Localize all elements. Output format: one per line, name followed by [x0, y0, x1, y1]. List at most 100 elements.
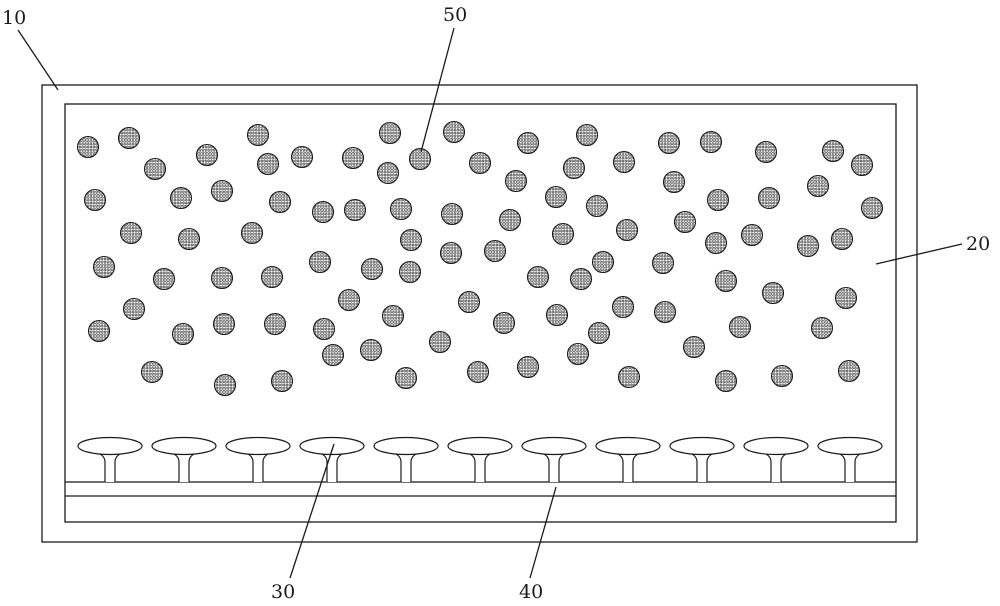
nozzle-stem: [615, 452, 641, 482]
particle: [394, 366, 418, 390]
nozzle-stem: [689, 452, 715, 482]
particle: [492, 311, 516, 335]
nozzle-cap: [373, 436, 439, 456]
particle: [92, 255, 116, 279]
particle: [308, 250, 332, 274]
particle: [612, 150, 636, 174]
nozzle-cap: [669, 436, 735, 456]
particle: [399, 228, 423, 252]
particle: [312, 317, 336, 341]
particle: [466, 360, 490, 384]
particle: [575, 123, 599, 147]
particle: [699, 130, 723, 154]
particle: [850, 153, 874, 177]
nozzle: [77, 436, 143, 482]
particle: [240, 221, 264, 245]
nozzle-stem: [393, 452, 419, 482]
particle: [87, 319, 111, 343]
particle: [268, 190, 292, 214]
particle: [143, 157, 167, 181]
particle: [270, 369, 294, 393]
label-particle: 50: [443, 4, 467, 26]
particle: [263, 312, 287, 336]
particle: [834, 286, 858, 310]
particle: [152, 267, 176, 291]
nozzle-cap: [817, 436, 883, 456]
nozzle-stem: [97, 452, 123, 482]
particle: [591, 250, 615, 274]
particle: [761, 281, 785, 305]
particle: [457, 290, 481, 314]
particle: [376, 161, 400, 185]
particle: [256, 152, 280, 176]
particle: [483, 239, 507, 263]
particle: [311, 200, 335, 224]
particle: [673, 210, 697, 234]
nozzle: [447, 436, 513, 482]
particle: [704, 231, 728, 255]
particle: [516, 131, 540, 155]
particle: [714, 369, 738, 393]
particle-field: [76, 120, 884, 397]
particle: [714, 269, 738, 293]
nozzle: [669, 436, 735, 482]
particle: [177, 227, 201, 251]
particle: [440, 202, 464, 226]
particle: [439, 241, 463, 265]
particle: [615, 218, 639, 242]
particle: [498, 208, 522, 232]
nozzle-stem: [467, 452, 493, 482]
nozzle-stem: [763, 452, 789, 482]
particle: [504, 169, 528, 193]
particle: [210, 266, 234, 290]
particle: [562, 156, 586, 180]
nozzle: [521, 436, 587, 482]
particle: [389, 197, 413, 221]
particle: [341, 146, 365, 170]
particle: [337, 288, 361, 312]
particle: [321, 343, 345, 367]
particle: [117, 126, 141, 150]
leader-line-20: [875, 243, 963, 265]
particle: [360, 257, 384, 281]
particle: [122, 297, 146, 321]
nozzle-cap: [151, 436, 217, 456]
particle: [585, 194, 609, 218]
particle: [806, 174, 830, 198]
particle: [662, 170, 686, 194]
nozzle-cap: [743, 436, 809, 456]
particle: [359, 338, 383, 362]
particle: [821, 139, 845, 163]
particle: [566, 342, 590, 366]
nozzle-cap: [225, 436, 291, 456]
particle: [213, 373, 237, 397]
particle: [830, 227, 854, 251]
nozzle-cap: [521, 436, 587, 456]
particle: [290, 145, 314, 169]
nozzle-stem: [541, 452, 567, 482]
particle: [83, 188, 107, 212]
particle: [212, 312, 236, 336]
nozzle-stem: [245, 452, 271, 482]
particle: [657, 131, 681, 155]
particle: [653, 300, 677, 324]
particle: [468, 151, 492, 175]
particle: [551, 222, 575, 246]
particle: [378, 121, 402, 145]
particle: [651, 251, 675, 275]
particle: [76, 135, 100, 159]
nozzle: [595, 436, 661, 482]
particle: [544, 185, 568, 209]
label-nozzle: 30: [271, 581, 295, 603]
particle: [195, 143, 219, 167]
nozzle-cap: [595, 436, 661, 456]
particle: [119, 221, 143, 245]
particle: [740, 223, 764, 247]
nozzle: [225, 436, 291, 482]
particle: [171, 322, 195, 346]
particle: [398, 260, 422, 284]
particle: [611, 295, 635, 319]
particle: [587, 321, 611, 345]
nozzle: [373, 436, 439, 482]
